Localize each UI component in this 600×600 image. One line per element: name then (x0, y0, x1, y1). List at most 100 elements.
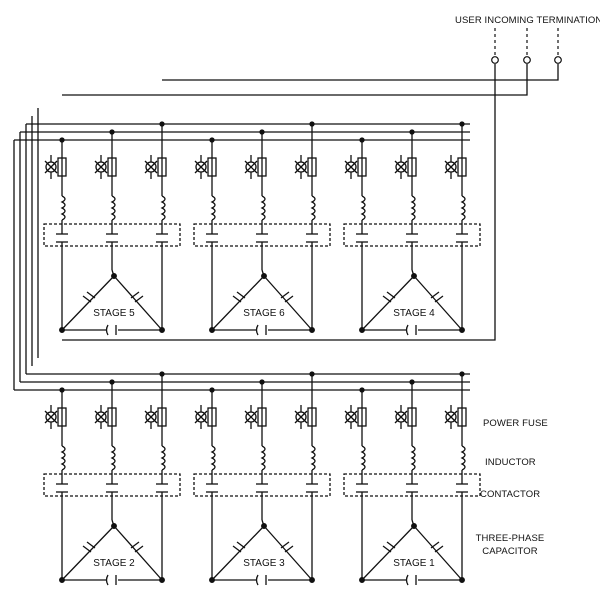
junction-dot (209, 577, 215, 583)
capacitor-plate-icon (280, 541, 290, 549)
contactor-box (193, 223, 331, 247)
junction-dot (459, 327, 465, 333)
capacitor-plate-icon (405, 574, 409, 586)
stage-bottom-2: STAGE 3 (193, 390, 331, 586)
inductor-icon (210, 195, 216, 221)
indicator-lamp-cross (394, 160, 408, 174)
capacitor-plate-icon (134, 295, 144, 303)
capacitor-plate-icon (255, 574, 259, 586)
indicator-lamp-cross (244, 410, 258, 424)
junction-dot (309, 577, 315, 583)
inductor-icon (260, 445, 266, 471)
indicator-lamp-cross (244, 160, 258, 174)
capacitor-side (113, 275, 163, 331)
junction-dot (159, 327, 165, 333)
stage-label: STAGE 2 (93, 558, 135, 569)
capacitor-plate-icon (232, 545, 242, 553)
junction-dot (59, 577, 65, 583)
capacitor-plate-icon (232, 295, 242, 303)
inductor-icon (460, 445, 466, 471)
junction-dot (459, 577, 465, 583)
indicator-lamp-cross (144, 410, 158, 424)
stage-top-3: STAGE 4 (343, 140, 481, 336)
capacitor-plate-icon (105, 324, 109, 336)
inductor-icon (410, 195, 416, 221)
inductor-icon (210, 445, 216, 471)
stage-label: STAGE 4 (393, 308, 435, 319)
phase-a-bus (62, 64, 496, 341)
capacitor-plate-icon (236, 291, 246, 299)
inductor-icon (360, 445, 366, 471)
indicator-lamp-cross (394, 410, 408, 424)
capacitor-side (211, 275, 265, 331)
capacitor-side (61, 525, 115, 581)
contactor-box (43, 473, 181, 497)
capacitor-plate-icon (386, 291, 396, 299)
junction-dot (261, 523, 267, 529)
capacitor-plate-icon (382, 295, 392, 303)
capacitor-plate-icon (284, 545, 294, 553)
capacitor-side (413, 275, 463, 331)
inductor-icon (60, 195, 66, 221)
stage-label: STAGE 5 (93, 308, 135, 319)
capacitor-plate-icon (382, 545, 392, 553)
inductor-icon (460, 195, 466, 221)
legend-contactor: CONTACTOR (480, 489, 541, 500)
indicator-lamp-cross (94, 160, 108, 174)
capacitor-plate-icon (130, 541, 140, 549)
indicator-lamp-cross (444, 410, 458, 424)
stage-top-1: STAGE 5 (43, 140, 181, 336)
capacitor-stages: STAGE 5 STAGE 6 STAGE 4 STAGE 2 STAGE 3 STAGE… (43, 140, 481, 586)
junction-dot (359, 577, 365, 583)
contactor-box (43, 223, 181, 247)
junction-dot (411, 523, 417, 529)
legend-inductor: INDUCTOR (485, 457, 536, 468)
indicator-lamp-cross (294, 410, 308, 424)
capacitor-side (211, 525, 265, 581)
indicator-lamp-cross (44, 410, 58, 424)
junction-dot (111, 273, 117, 279)
indicator-lamp-cross (44, 160, 58, 174)
capacitor-plate-icon (130, 291, 140, 299)
junction-dot (59, 327, 65, 333)
stage-label: STAGE 6 (243, 308, 285, 319)
inductor-icon (360, 195, 366, 221)
capacitor-plate-icon (134, 545, 144, 553)
stage-label: STAGE 1 (393, 558, 435, 569)
inductor-icon (160, 195, 166, 221)
capacitor-plate-icon (86, 291, 96, 299)
junction-dot (111, 523, 117, 529)
capacitor-plate-icon (284, 295, 294, 303)
capacitor-plate-icon (280, 291, 290, 299)
stage-top-2: STAGE 6 (193, 140, 331, 336)
capacitor-side (61, 275, 115, 331)
capacitor-plate-icon (434, 295, 444, 303)
junction-dot (411, 273, 417, 279)
inductor-icon (310, 445, 316, 471)
inductor-icon (310, 195, 316, 221)
junction-dot (359, 327, 365, 333)
capacitor-plate-icon (434, 545, 444, 553)
indicator-lamp-cross (194, 410, 208, 424)
capacitor-plate-icon (386, 541, 396, 549)
indicator-lamp-cross (294, 160, 308, 174)
inductor-icon (110, 195, 116, 221)
legend-three-phase-capacitor-line1: THREE-PHASE (475, 533, 545, 544)
capacitor-plate-icon (82, 545, 92, 553)
capacitor-plate-icon (105, 574, 109, 586)
inductor-icon (110, 445, 116, 471)
capacitor-side (361, 275, 415, 331)
capacitor-side (113, 525, 163, 581)
indicator-lamp-cross (444, 160, 458, 174)
terminal-1 (491, 56, 499, 64)
junction-dot (261, 273, 267, 279)
junction-dot (209, 327, 215, 333)
indicator-lamp-cross (94, 410, 108, 424)
capacitor-plate-icon (430, 291, 440, 299)
capacitor-plate-icon (405, 324, 409, 336)
capacitor-plate-icon (82, 295, 92, 303)
capacitor-side (263, 525, 313, 581)
indicator-lamp-cross (344, 410, 358, 424)
capacitor-plate-icon (236, 541, 246, 549)
